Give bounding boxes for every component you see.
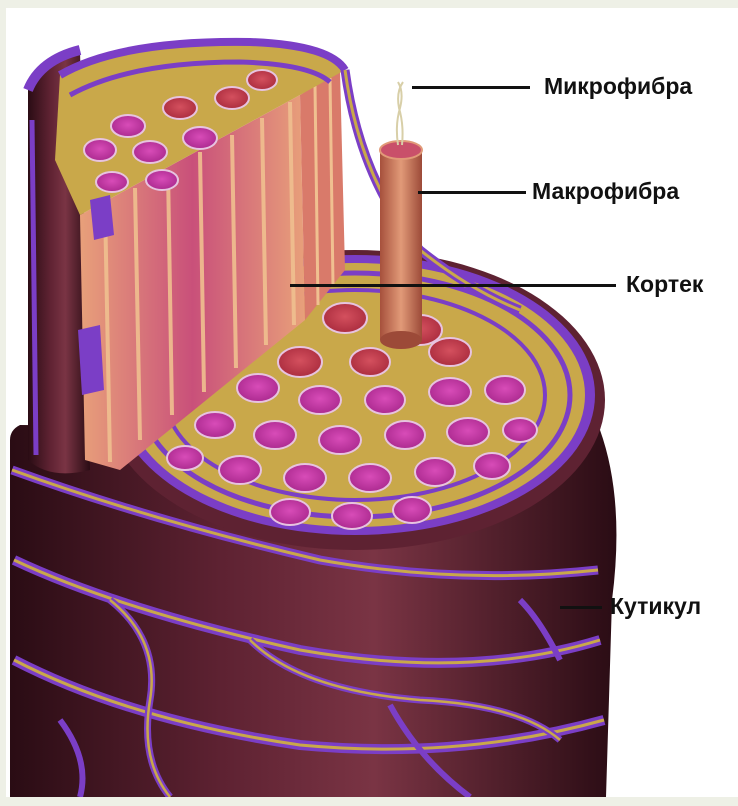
label-cuticle: Кутикул xyxy=(610,592,738,620)
label-cortex: Кортек xyxy=(626,270,738,298)
label-microfibril: Микрофибра xyxy=(544,72,738,100)
microfibril-strands xyxy=(397,82,403,145)
leader-line-macrofibril xyxy=(418,191,526,194)
leader-line-cortex xyxy=(290,284,616,287)
macrofibril-cylinder xyxy=(380,141,422,349)
frame-bottom xyxy=(0,797,738,806)
leader-line-microfibril xyxy=(412,86,530,89)
leader-line-cuticle xyxy=(560,606,602,609)
label-macrofibril: Макрофибра xyxy=(532,177,738,205)
